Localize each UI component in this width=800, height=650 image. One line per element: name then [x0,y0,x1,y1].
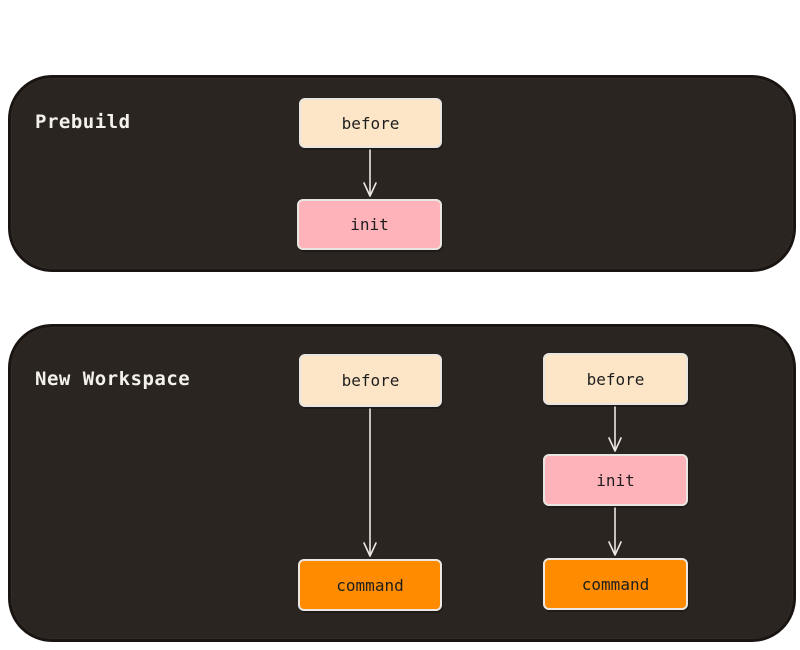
workspace-right-command-node: command [543,558,688,610]
workspace-right-init-node: init [543,454,688,506]
prebuild-before-node: before [299,98,442,148]
prebuild-title: Prebuild [35,111,131,133]
workspace-right-before-node: before [543,353,688,405]
new-workspace-title: New Workspace [35,368,191,390]
workspace-left-command-node: command [298,559,442,611]
prebuild-init-node: init [297,199,442,250]
workspace-left-before-node: before [299,354,442,407]
